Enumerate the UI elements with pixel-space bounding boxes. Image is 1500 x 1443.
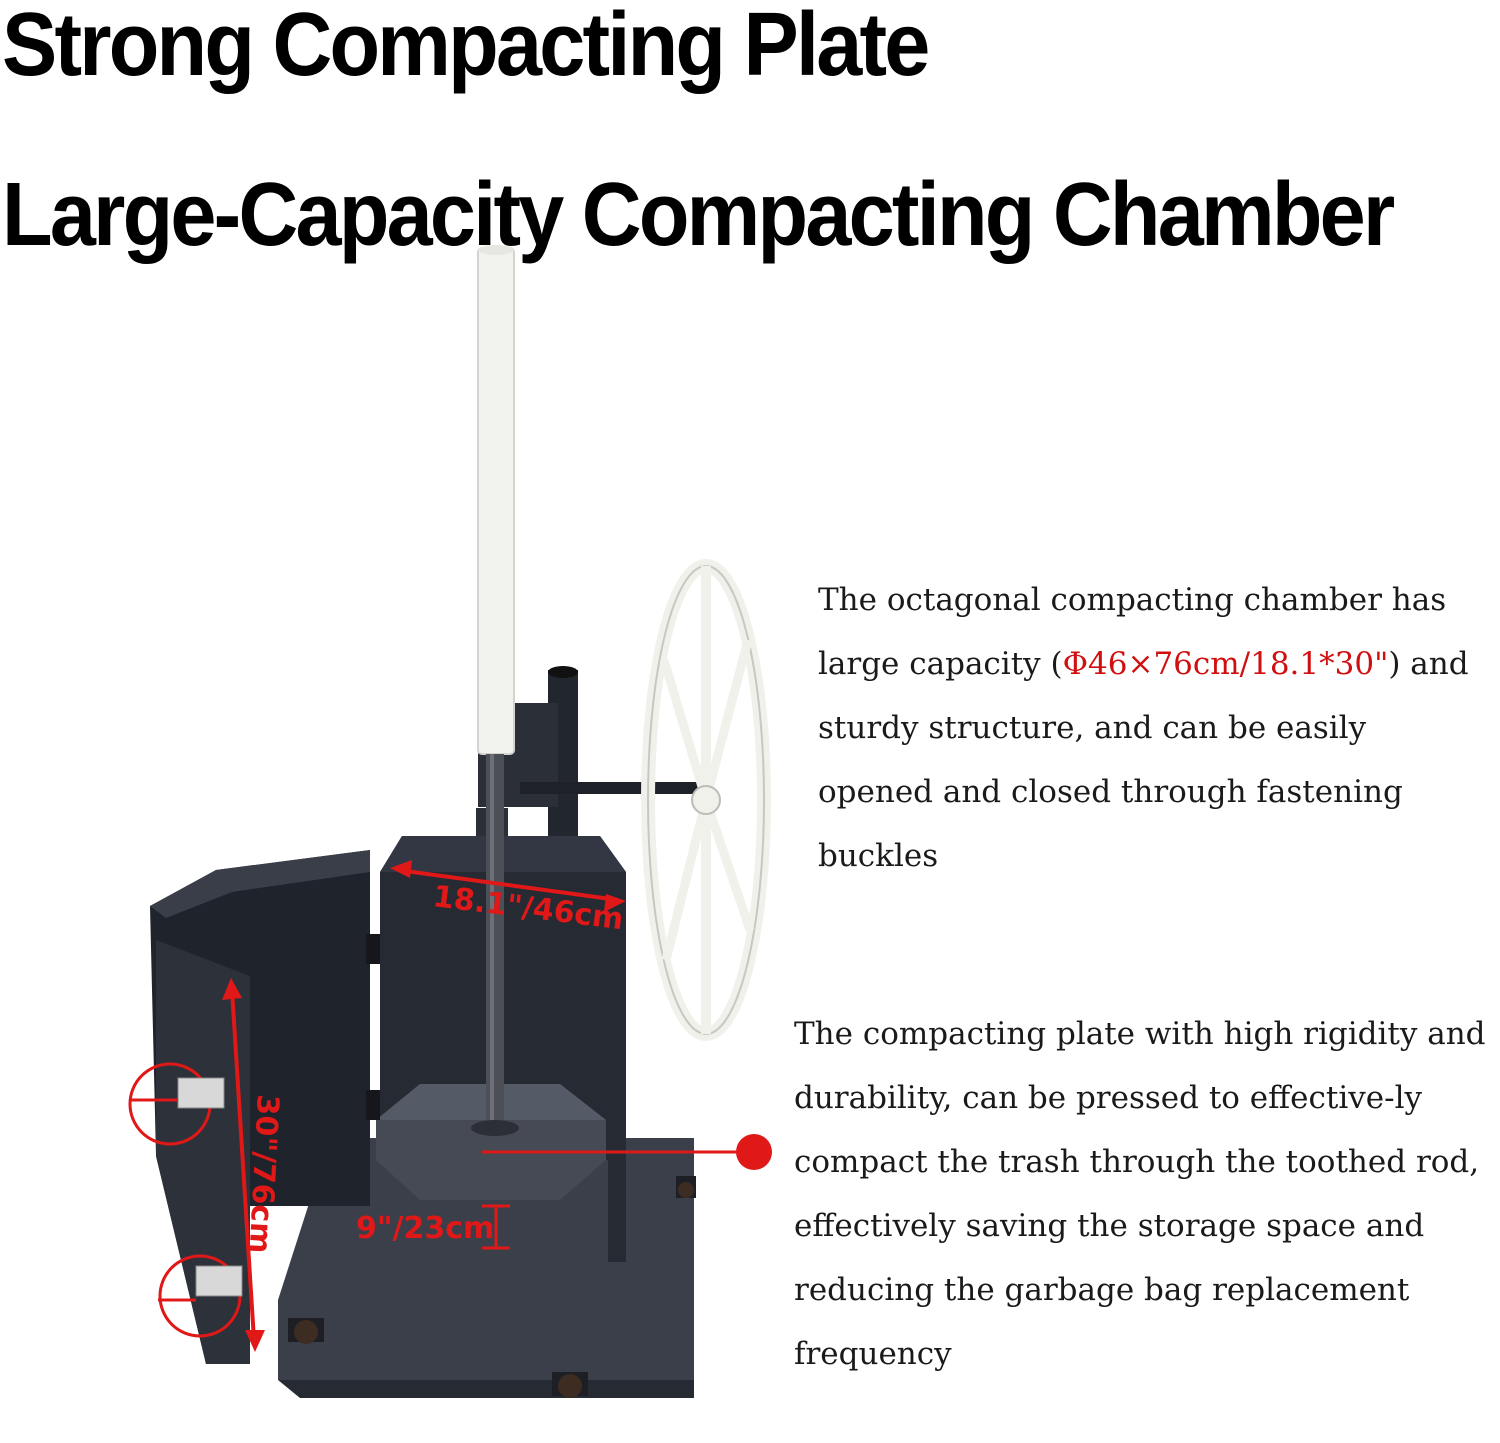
dimension-plate-gap <box>482 1204 510 1250</box>
toothed-rod <box>486 754 504 1128</box>
fastening-buckle-upper <box>128 1062 225 1146</box>
plate-callout-dot <box>736 1134 772 1170</box>
dimension-height-label: 30"/76cm <box>242 1094 285 1255</box>
dimension-plate-gap-label: 9"/23cm <box>356 1211 494 1246</box>
toothed-rod-sleeve <box>477 247 515 755</box>
plate-description: The compacting plate with high rigidity … <box>794 1016 1486 1372</box>
heading-compacting-chamber: Large-Capacity Compacting Chamber <box>2 165 1395 265</box>
hand-wheel <box>641 559 771 1041</box>
door-panel-front <box>156 940 250 1364</box>
dimension-height <box>222 978 265 1352</box>
chamber-description: The octagonal compacting chamber has lar… <box>818 568 1478 888</box>
chamber-description-text: The octagonal compacting chamber has lar… <box>818 582 1447 682</box>
fastening-buckle-lower <box>158 1254 243 1338</box>
chamber-description-text-end: ) and sturdy structure, and can be easil… <box>818 646 1469 874</box>
wheel-axle <box>520 782 710 794</box>
base-plate <box>278 1138 694 1380</box>
dimension-width <box>390 860 626 912</box>
chamber-capacity-highlight: Φ46×76cm/18.1*30" <box>1062 646 1389 682</box>
heading-compacting-plate: Strong Compacting Plate <box>2 0 930 95</box>
